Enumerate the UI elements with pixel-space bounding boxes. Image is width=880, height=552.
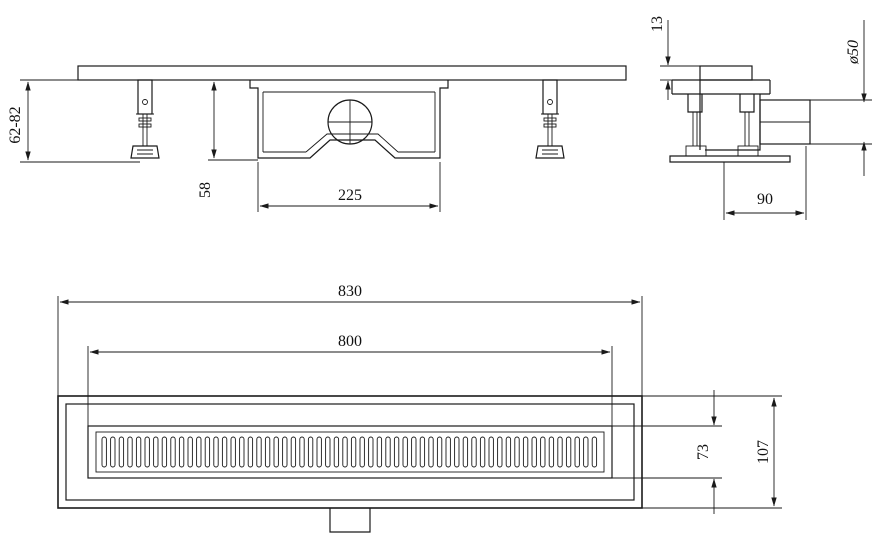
grate-slot	[385, 436, 391, 468]
drain-inner-wall	[262, 91, 436, 153]
grate-slot	[187, 436, 193, 468]
grate-slot	[522, 436, 529, 468]
dim-label-height-adjust: 62-82	[7, 106, 24, 143]
grate-slot	[247, 436, 254, 468]
grate-slot	[204, 436, 211, 468]
grate-slot	[583, 436, 589, 468]
grate-slot	[290, 436, 297, 468]
grate-slot	[471, 436, 477, 468]
top-frame-plate	[77, 65, 627, 81]
grate-slot	[256, 436, 262, 468]
grate-slot	[368, 436, 374, 468]
grate-slot	[557, 436, 563, 468]
side-view: 13 ø50 90	[649, 16, 872, 220]
grate-slot	[221, 436, 228, 468]
grate-slot	[213, 436, 219, 468]
grate-slot	[264, 436, 271, 468]
grate-slot	[411, 436, 417, 468]
grate-slot	[273, 436, 279, 468]
grate-inner	[95, 431, 605, 473]
grate-slot	[548, 436, 555, 468]
grate-slot	[479, 436, 486, 468]
grate-slot	[282, 436, 288, 468]
grate-slot	[299, 436, 305, 468]
grate-slot	[135, 436, 142, 468]
grate-slot	[316, 436, 322, 468]
left-leveling-foot	[130, 79, 160, 159]
grate-slot	[127, 436, 133, 468]
grate-slot	[153, 436, 159, 468]
dim-label-top-offset: 13	[649, 16, 666, 32]
grate-slot	[454, 436, 460, 468]
grate-slot	[307, 436, 314, 468]
dim-label-grate-width: 73	[695, 444, 712, 460]
grate-slot	[170, 436, 176, 468]
grate-slot	[428, 436, 434, 468]
grate-slot	[118, 436, 125, 468]
grate-slot	[144, 436, 150, 468]
side-left-screw	[692, 112, 698, 146]
grate-outer	[87, 425, 613, 479]
grate-slot	[402, 436, 408, 468]
side-body	[699, 80, 761, 151]
side-left-foot	[685, 145, 707, 157]
grate-slot	[497, 436, 503, 468]
dim-label-overall-width: 107	[755, 440, 772, 464]
front-elevation-view: 62-82 58 225	[7, 65, 627, 212]
side-top-cap	[699, 65, 753, 81]
plan-outlet-stub	[329, 508, 371, 533]
side-left-leg	[687, 94, 703, 113]
grate-slot	[239, 436, 245, 468]
grate-slot	[178, 436, 185, 468]
grate-slot	[591, 436, 598, 468]
side-base-plate	[669, 155, 791, 163]
side-right-screw	[744, 112, 750, 146]
grate-slot	[350, 436, 357, 468]
grate-slot	[333, 436, 340, 468]
grate-slot	[505, 436, 512, 468]
plan-view: 830 800 73 107	[57, 283, 782, 533]
grate-slots	[101, 436, 598, 468]
grate-slot	[342, 436, 348, 468]
grate-slot	[230, 436, 236, 468]
side-frame-flange	[671, 79, 771, 95]
grate-slot	[488, 436, 494, 468]
grate-slot	[574, 436, 580, 468]
dim-label-body-width: 225	[338, 187, 362, 204]
grate-slot	[325, 436, 331, 468]
dim-label-grate-length: 800	[338, 333, 362, 350]
grate-slot	[531, 436, 537, 468]
grate-slot	[419, 436, 426, 468]
grate-slot	[565, 436, 572, 468]
drain-body	[249, 80, 449, 159]
side-right-foot	[737, 145, 759, 157]
right-leveling-foot	[535, 79, 565, 159]
grate-slot	[359, 436, 365, 468]
grate-slot	[161, 436, 168, 468]
grate-slot	[436, 436, 443, 468]
plan-inner-frame	[65, 403, 635, 501]
grate-slot	[110, 436, 116, 468]
grate-slot	[540, 436, 546, 468]
grate-slot	[393, 436, 400, 468]
grate-slot	[376, 436, 383, 468]
grate-slot	[514, 436, 520, 468]
dim-label-pipe-diameter: ø50	[845, 40, 862, 65]
grate-slot	[462, 436, 469, 468]
grate-slot	[196, 436, 202, 468]
side-right-leg	[739, 94, 755, 113]
plan-outer-frame	[57, 395, 643, 509]
dim-label-body-depth: 58	[197, 182, 214, 198]
grate-slot	[101, 436, 107, 468]
grate-slot	[445, 436, 451, 468]
dim-label-overall-length: 830	[338, 283, 362, 300]
dim-label-side-depth: 90	[757, 191, 773, 208]
